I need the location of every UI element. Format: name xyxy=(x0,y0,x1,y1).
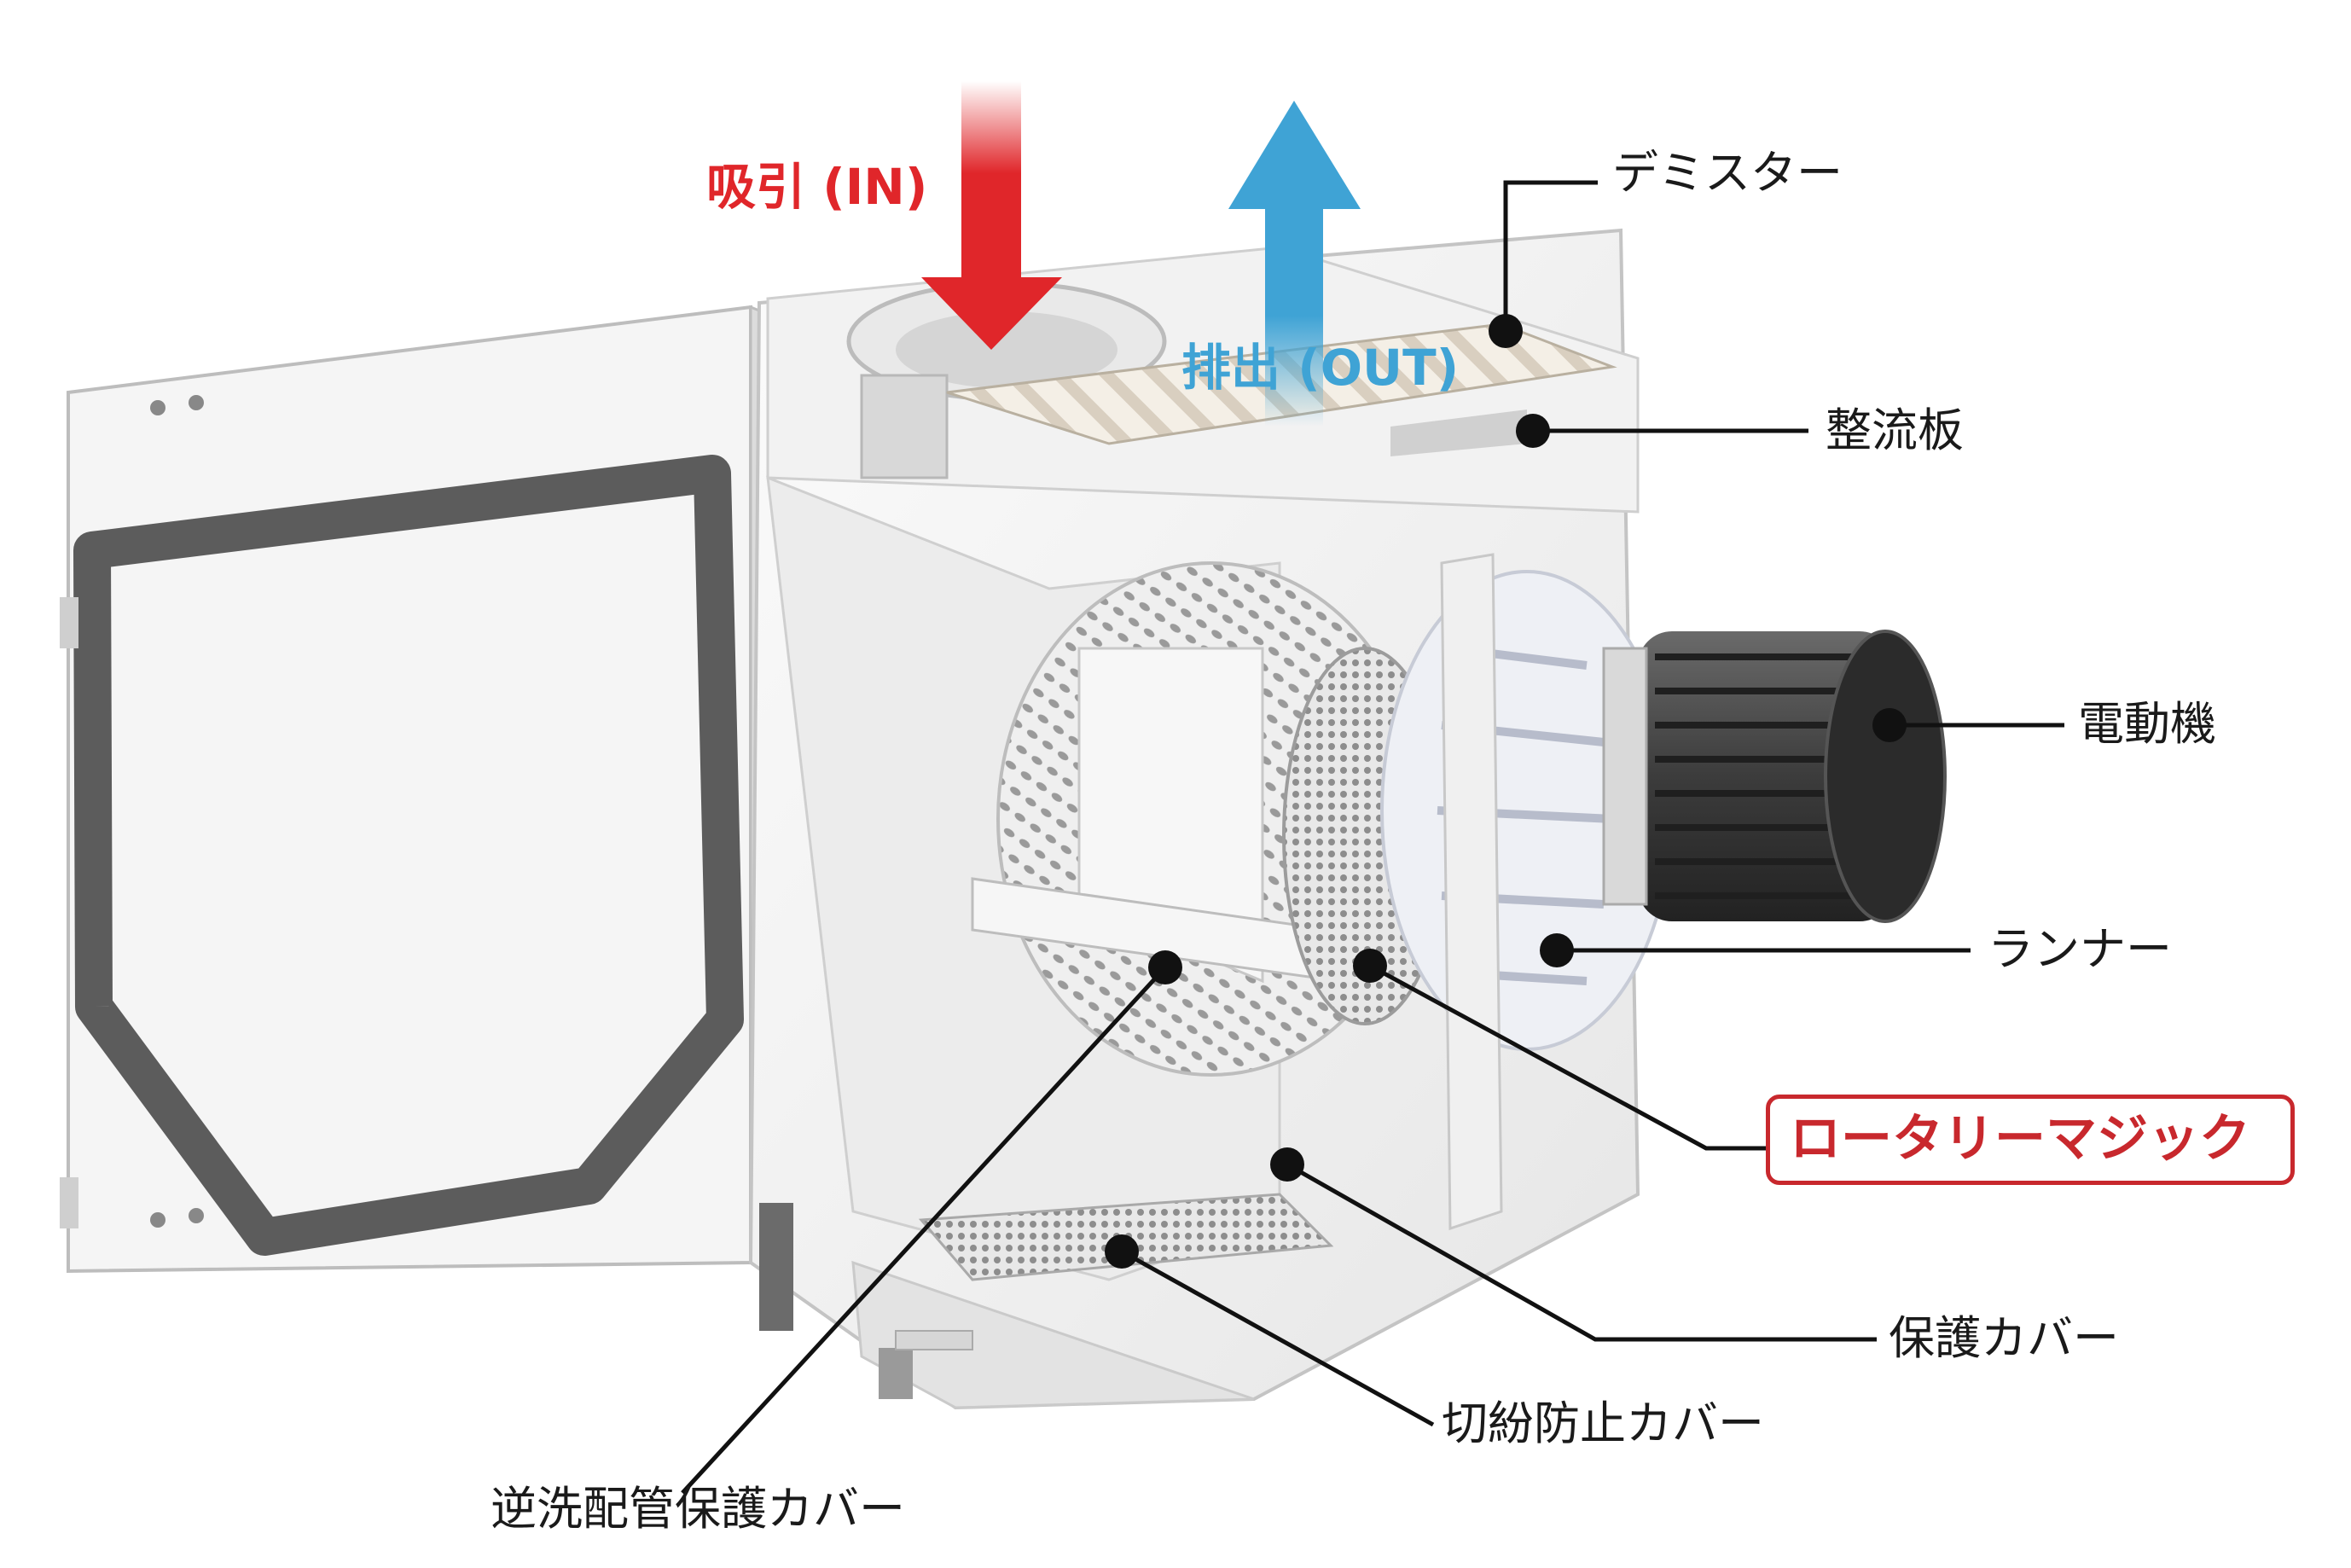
leader-dots xyxy=(1105,314,1907,1269)
main-housing xyxy=(748,228,1674,1410)
electric-motor xyxy=(1602,630,1947,923)
label-motor: 電動機 xyxy=(2078,697,2216,751)
rotary-magic-callout xyxy=(1766,1095,2295,1185)
label-protective-cover: 保護カバー xyxy=(1889,1311,2119,1365)
label-flow-straightener: 整流板 xyxy=(1826,404,1964,457)
label-backwash-pipe-cover: 逆洗配管保護カバー xyxy=(491,1482,905,1536)
label-runner: ランナー xyxy=(1988,922,2172,976)
label-rotary-magic: ロータリーマジック xyxy=(1790,1109,2250,1169)
inlet-label: 吸引 (IN) xyxy=(706,158,928,216)
outlet-label: 排出 (OUT) xyxy=(1181,339,1460,397)
door-panel xyxy=(60,305,774,1274)
leader-lines xyxy=(681,180,2064,1495)
label-demister: デミスター xyxy=(1612,146,1843,200)
label-chip-guard-cover: 切紛防止カバー xyxy=(1442,1397,1764,1450)
outlet-arrow xyxy=(1228,101,1361,427)
inlet-arrow xyxy=(921,81,1062,350)
